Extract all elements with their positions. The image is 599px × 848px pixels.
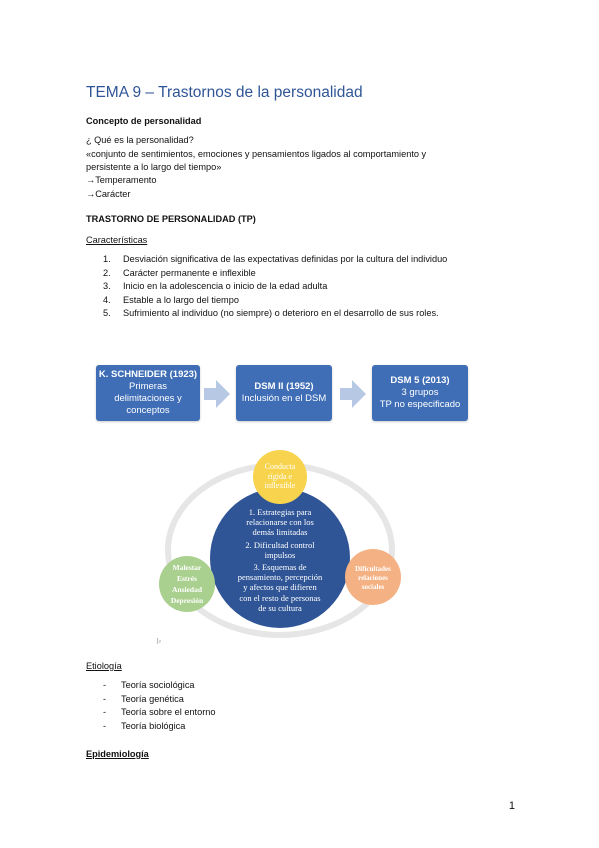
- epidemiologia-heading: Epidemiología: [86, 749, 149, 759]
- etiologia-heading: Etiología: [86, 661, 122, 671]
- tp-heading: TRASTORNO DE PERSONALIDAD (TP): [86, 214, 256, 224]
- concepto-question: ¿ Qué es la personalidad?: [86, 135, 194, 145]
- list-item: 2.Carácter permanente e inflexible: [103, 267, 256, 278]
- list-item: -Teoría sociológica: [103, 680, 195, 690]
- diagram-right-circle: [345, 549, 401, 605]
- tp-characteristics-list: 1.Desviación significativa de las expect…: [103, 253, 447, 321]
- concepto-definition-1: «conjunto de sentimientos, emociones y p…: [86, 149, 427, 159]
- timeline-arrow-2: [340, 380, 366, 408]
- diagram-top-text: Conducta rígida e inflexible: [264, 462, 296, 490]
- list-item: -Teoría genética: [103, 693, 184, 704]
- concepto-item-caracter: →Carácter: [86, 189, 131, 199]
- diagram-left-circle: [159, 556, 215, 612]
- diagram-center-circle: [210, 488, 350, 628]
- list-item: 3.Inicio en la adolescencia o inicio de …: [103, 281, 328, 291]
- list-item: -Teoría sobre el entorno: [103, 707, 216, 717]
- timeline-box-dsm2: DSM II (1952) Inclusión en el DSM: [236, 365, 332, 421]
- diagram-center-text: 1. Estrategias para relacionarse con los…: [237, 507, 323, 613]
- timeline-box-dsm5: DSM 5 (2013) 3 grupos TP no especificado: [372, 365, 468, 421]
- concepto-item-temperamento: →Temperamento: [86, 175, 157, 185]
- diagram-right-text: Dificultades relaciones sociales: [355, 565, 391, 591]
- tp-subheading: Características: [86, 235, 148, 245]
- concepto-heading: Concepto de personalidad: [86, 116, 202, 126]
- timeline-arrow-1: [204, 380, 230, 408]
- page-title: TEMA 9 – Trastornos de la personalidad: [86, 84, 363, 101]
- image-anchor-icon: ȷ₂: [157, 637, 162, 644]
- timeline-box-schneider: K. SCHNEIDER (1923) Primeras delimitacio…: [96, 365, 200, 421]
- page-number: 1: [508, 800, 515, 812]
- tp-diagram: [159, 450, 401, 638]
- concepto-definition-2: persistente a lo largo del tiempo»: [86, 162, 222, 172]
- list-item: -Teoría biológica: [103, 720, 186, 731]
- list-item: 5.Sufrimiento al individuo (no siempre) …: [103, 308, 439, 318]
- diagram-left-text: Malestar Estrés Ansiedad Depresión: [170, 563, 204, 605]
- etiologia-list: -Teoría sociológica -Teoría genética -Te…: [103, 679, 216, 733]
- list-item: 4.Estable a lo largo del tiempo: [103, 294, 239, 305]
- list-item: 1.Desviación significativa de las expect…: [103, 254, 448, 264]
- diagram-top-circle: [253, 450, 307, 504]
